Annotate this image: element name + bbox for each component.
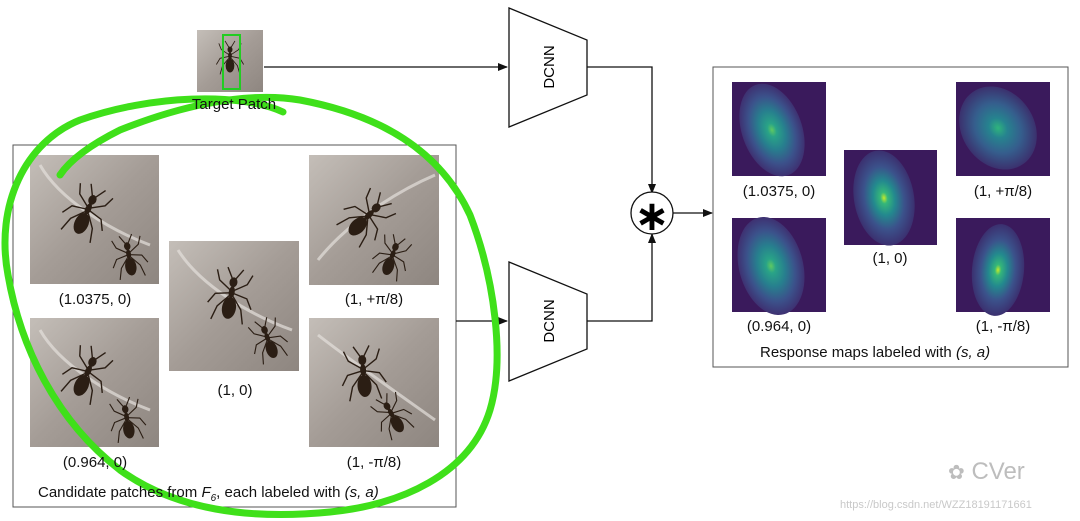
response-label-4: (1, +π/8) (973, 183, 1033, 200)
annotation-circle (1, 93, 501, 519)
candidate-label-3: (1, 0) (217, 382, 253, 399)
arrow-dcnn-bottom-to-operator (587, 233, 656, 322)
convolution-operator: ∗ (630, 191, 674, 240)
candidate-label-5: (1, -π/8) (346, 454, 402, 471)
connectors (264, 63, 713, 325)
candidate-label-1: (1.0375, 0) (58, 291, 132, 308)
watermark-url: https://blog.csdn.net/WZZ18191171661 (840, 499, 1032, 511)
response-caption: Response maps labeled with (s, a) (760, 344, 991, 361)
dcnn-bottom-label: DCNN (541, 299, 558, 342)
watermark-brand: ✿ CVer (948, 458, 1025, 485)
candidate-caption: Candidate patches from F6, each labeled … (38, 484, 379, 504)
target-bounding-box (222, 34, 241, 90)
candidate-patch-4 (309, 155, 439, 285)
response-maps-box (712, 66, 1069, 368)
response-map-3 (844, 150, 937, 246)
response-label-5: (1, -π/8) (975, 318, 1031, 335)
response-map-4 (956, 82, 1050, 176)
candidate-patch-3 (169, 241, 299, 371)
response-label-2: (0.964, 0) (746, 318, 812, 335)
arrow-dcnn-top-to-operator (587, 66, 656, 194)
dcnn-bottom: DCNN (508, 261, 588, 382)
candidate-patch-1 (30, 155, 159, 284)
candidate-label-2: (0.964, 0) (62, 454, 128, 471)
operator-symbol: ∗ (634, 191, 669, 240)
candidate-patches-box (12, 144, 457, 508)
target-patch (197, 30, 263, 92)
target-patch-label: Target Patch (191, 96, 277, 113)
response-label-3: (1, 0) (872, 250, 908, 267)
candidate-label-4: (1, +π/8) (344, 291, 404, 308)
candidate-patch-5 (309, 318, 439, 447)
wechat-icon: ✿ (948, 462, 965, 484)
response-map-1 (732, 82, 826, 177)
candidate-patch-2 (30, 318, 159, 447)
dcnn-top: DCNN (508, 7, 588, 128)
response-map-2 (732, 216, 826, 316)
dcnn-top-label: DCNN (541, 45, 558, 88)
response-map-5 (956, 218, 1050, 316)
response-label-1: (1.0375, 0) (742, 183, 816, 200)
